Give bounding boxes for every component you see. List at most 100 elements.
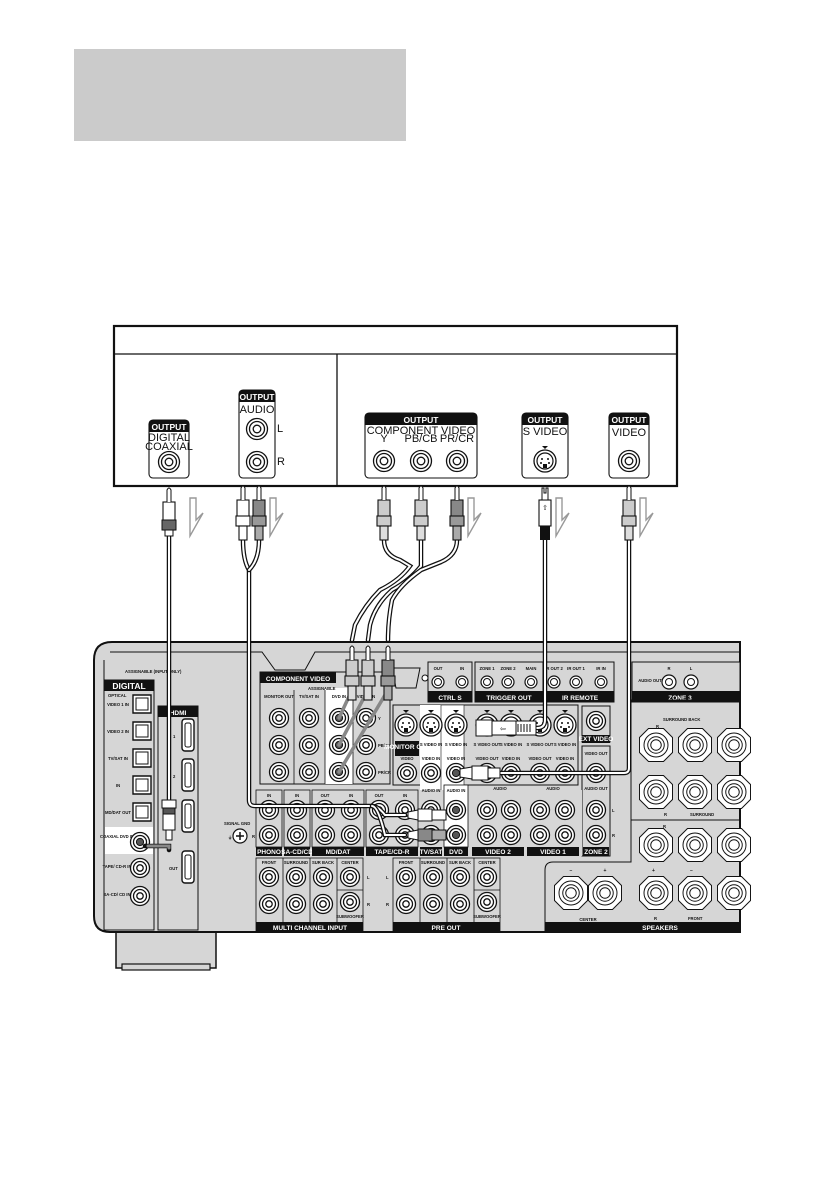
svg-text:OUTPUT: OUTPUT <box>612 415 648 425</box>
svg-text:OUTPUT: OUTPUT <box>152 422 188 432</box>
svg-text:VIDEO 1 IN: VIDEO 1 IN <box>107 702 129 707</box>
signal-ground-terminal: SIGNAL GND ⏚ <box>224 821 250 844</box>
svg-text:+: + <box>604 868 607 874</box>
svg-text:AUDIO OUT: AUDIO OUT <box>584 786 608 791</box>
svg-text:CENTER: CENTER <box>341 860 358 865</box>
svg-text:IN: IN <box>116 783 120 788</box>
cables <box>142 497 632 853</box>
svg-text:+: + <box>652 868 655 874</box>
svg-text:SURROUND: SURROUND <box>284 860 308 865</box>
svg-text:VIDEO IN: VIDEO IN <box>422 756 440 761</box>
svg-text:SA-CD/CD: SA-CD/CD <box>281 849 313 856</box>
svg-text:MONITOR OUT: MONITOR OUT <box>384 744 430 751</box>
svg-text:EXT VIDEO: EXT VIDEO <box>579 736 614 743</box>
svg-text:PHONO: PHONO <box>257 849 281 856</box>
svg-text:⏚: ⏚ <box>228 834 232 841</box>
svg-text:FRONT: FRONT <box>399 860 414 865</box>
svg-text:S VIDEO IN: S VIDEO IN <box>500 742 522 747</box>
svg-text:SUBWOOFER: SUBWOOFER <box>473 914 501 919</box>
svg-text:CTRL S: CTRL S <box>438 695 462 702</box>
svg-text:VIDEO: VIDEO <box>612 427 647 439</box>
svg-text:OUTPUT: OUTPUT <box>404 415 440 425</box>
svg-text:COMPONENT VIDEO: COMPONENT VIDEO <box>266 676 330 683</box>
svg-text:AUDIO: AUDIO <box>493 786 507 791</box>
svg-text:TV/SAT IN: TV/SAT IN <box>299 694 319 699</box>
svg-text:AUDIO: AUDIO <box>546 786 560 791</box>
svg-text:IN: IN <box>403 793 407 798</box>
svg-text:PB/CB: PB/CB <box>404 433 437 445</box>
svg-text:AUDIO IN: AUDIO IN <box>447 788 466 793</box>
svg-text:S VIDEO: S VIDEO <box>523 426 568 438</box>
svg-text:S VIDEO IN: S VIDEO IN <box>445 742 467 747</box>
svg-text:−: − <box>690 868 693 874</box>
svg-text:ASSIGNABLE: ASSIGNABLE <box>308 686 336 691</box>
svg-text:PRE OUT: PRE OUT <box>432 925 461 932</box>
svg-text:SPEAKERS: SPEAKERS <box>642 925 678 932</box>
svg-text:SURROUND: SURROUND <box>421 860 445 865</box>
svg-text:R: R <box>277 456 285 468</box>
receiver-plugs: ⇦ <box>161 645 537 842</box>
svg-text:AUDIO IN: AUDIO IN <box>422 788 441 793</box>
svg-text:IR OUT 2: IR OUT 2 <box>545 666 563 671</box>
svg-text:VIDEO IN: VIDEO IN <box>556 756 574 761</box>
multi-channel-input-panel: FRONT SURROUND SUR BACK CENTER SUBWOOFER… <box>255 857 370 932</box>
component-video-panel: COMPONENT VIDEO ASSIGNABLE MONITOR OUT T… <box>259 671 391 785</box>
svg-text:OUT: OUT <box>169 866 178 871</box>
svg-text:R: R <box>663 824 666 829</box>
svg-text:DVD: DVD <box>449 849 463 856</box>
svg-text:R: R <box>656 724 659 729</box>
svg-text:S VIDEO IN: S VIDEO IN <box>420 742 442 747</box>
svg-text:PR/CR: PR/CR <box>378 770 391 775</box>
svg-text:MD/DAT: MD/DAT <box>326 849 351 856</box>
svg-text:VIDEO OUT: VIDEO OUT <box>584 751 607 756</box>
ctrl-s-panel: OUT IN CTRL S <box>427 661 473 703</box>
speakers-panel: − + CENTER SURROUND BACK R R SURROUND R … <box>544 699 751 932</box>
svg-text:S VIDEO OUT: S VIDEO OUT <box>474 742 501 747</box>
svg-text:R: R <box>667 666 670 671</box>
svg-text:TAPE/ CD-R IN: TAPE/ CD-R IN <box>102 864 131 869</box>
svg-text:VIDEO OUT: VIDEO OUT <box>528 756 551 761</box>
svg-text:SURROUND: SURROUND <box>690 812 714 817</box>
s-video-output: OUTPUT S VIDEO <box>521 412 569 479</box>
svg-text:VIDEO 2: VIDEO 2 <box>485 849 511 856</box>
video-output: OUTPUT VIDEO <box>608 412 650 479</box>
svg-text:ZONE 1: ZONE 1 <box>479 666 495 671</box>
audio-output: OUTPUT AUDIO L R <box>238 389 285 479</box>
svg-text:2: 2 <box>173 774 176 779</box>
svg-text:MD/DAT OUT: MD/DAT OUT <box>105 810 131 815</box>
svg-text:TV/SAT IN: TV/SAT IN <box>108 756 128 761</box>
pre-out-panel: FRONT SURROUND SUR BACK CENTER SUBWOOFER… <box>386 857 501 932</box>
digital-coaxial-output: OUTPUT DIGITAL COAXIAL <box>145 419 193 479</box>
svg-text:R: R <box>252 834 255 839</box>
svg-text:PR/CR: PR/CR <box>440 433 474 445</box>
svg-text:L: L <box>690 666 693 671</box>
svg-text:L: L <box>386 875 389 880</box>
svg-text:−: − <box>570 868 573 874</box>
svg-text:⇧: ⇧ <box>542 504 548 512</box>
svg-text:IR OUT 1: IR OUT 1 <box>567 666 585 671</box>
svg-text:IN: IN <box>295 793 299 798</box>
svg-text:TAPE/CD-R: TAPE/CD-R <box>375 849 410 856</box>
source-device: OUTPUT DIGITAL COAXIAL OUTPUT AUDIO L R … <box>112 324 679 488</box>
svg-text:VIDEO OUT: VIDEO OUT <box>475 756 498 761</box>
svg-text:L: L <box>277 423 283 435</box>
trigger-out-panel: ZONE 1 ZONE 2 MAIN TRIGGER OUT <box>474 661 544 703</box>
audio-inputs-panel: IN IN OUT IN OUT IN AUDIO IN AUDIO IN AU… <box>252 784 615 856</box>
svg-text:R: R <box>612 833 615 838</box>
svg-text:AUDIO: AUDIO <box>240 404 275 416</box>
svg-text:DIGITAL: DIGITAL <box>148 432 190 444</box>
svg-text:Y: Y <box>380 433 388 445</box>
svg-text:FRONT: FRONT <box>262 860 277 865</box>
source-plugs: ⇧ <box>161 485 654 541</box>
svg-text:CENTER: CENTER <box>478 860 495 865</box>
svg-text:ZONE 2: ZONE 2 <box>500 666 516 671</box>
svg-text:TV/SAT: TV/SAT <box>420 849 443 856</box>
svg-text:OUTPUT: OUTPUT <box>240 392 276 402</box>
svg-text:IN: IN <box>267 793 271 798</box>
svg-text:IR IN: IR IN <box>596 666 606 671</box>
svg-text:S VIDEO IN: S VIDEO IN <box>554 742 576 747</box>
digital-input-panel: ASSIGNABLE (INPUT ONLY) DIGITAL OPTICAL … <box>100 669 182 931</box>
svg-text:SA-CD/ CD IN: SA-CD/ CD IN <box>104 892 131 897</box>
section-title-box <box>74 49 406 141</box>
